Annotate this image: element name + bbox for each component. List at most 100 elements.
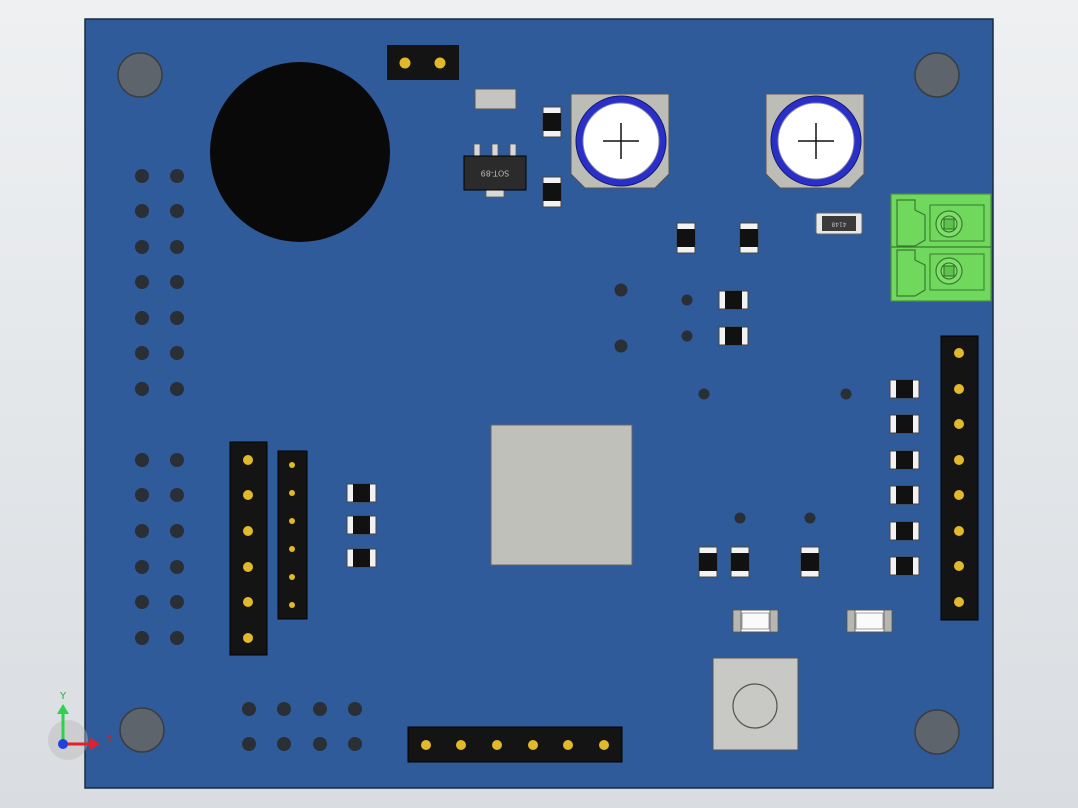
smd-resistor [718,326,749,346]
header-pin [243,562,253,572]
through-hole [170,524,184,538]
vias [614,283,852,524]
header-pin [954,348,964,358]
header-housing [940,335,979,621]
smd-resistor [542,106,562,138]
through-hole [170,346,184,360]
through-hole [135,275,149,289]
through-hole [135,560,149,574]
through-hole [135,169,149,183]
via [614,339,628,353]
smd-body [353,549,370,567]
through-hole [277,702,291,716]
header-pin [954,561,964,571]
through-hole [170,560,184,574]
smd-resistor [800,546,820,578]
smd-body [896,451,913,469]
led-terminal [769,609,779,633]
header-housing [407,726,623,763]
mounting-hole [914,52,960,98]
electrolytic-capacitors [570,93,865,189]
header-pin [289,518,295,524]
led-terminal [846,609,856,633]
header-pin [954,526,964,536]
smd-body [896,486,913,504]
header-pin [954,384,964,394]
smd-body [740,229,758,247]
through-hole [170,275,184,289]
through-hole [135,453,149,467]
through-hole [135,595,149,609]
through-hole [313,737,327,751]
through-hole [170,169,184,183]
header-pin [563,740,573,750]
mounting-hole [119,707,165,753]
smd-resistor [739,222,759,254]
led-terminal [883,609,893,633]
smd-body [896,557,913,575]
through-hole [135,346,149,360]
via [681,294,693,306]
via [840,388,852,400]
header-pin [954,419,964,429]
through-hole [170,204,184,218]
header-pin [243,526,253,536]
header-pin [599,740,609,750]
header-pin [243,633,253,643]
smd-pad-grey [474,88,517,110]
smd-body [801,553,819,571]
smd-resistor [346,548,377,568]
smd-body [725,327,742,345]
through-hole [170,631,184,645]
through-hole [135,488,149,502]
through-hole [170,240,184,254]
electrolytic-capacitor [570,93,670,189]
header-pin [289,574,295,580]
header-8pin-right [940,335,979,621]
smd-resistor [676,222,696,254]
smd-resistor [889,485,920,505]
through-hole [170,311,184,325]
smd-resistor [889,521,920,541]
header-housing [229,441,268,656]
header-2pin-top [387,45,459,80]
smd-resistor [889,379,920,399]
header-pin [289,602,295,608]
axis-x-label: X [106,734,113,745]
pin-headers [229,335,979,763]
smd-led [732,609,779,633]
led-lens [855,612,884,630]
header-pin [528,740,538,750]
smd-resistor [698,546,718,578]
via [614,283,628,297]
through-hole-array [135,169,362,751]
through-hole [348,737,362,751]
header-pin [289,490,295,496]
smd-body [543,183,561,201]
diode-smd: 4148 [815,212,863,235]
mounting-hole [117,52,163,98]
through-hole [135,311,149,325]
smd-body [896,380,913,398]
mounting-holes [117,52,960,755]
through-hole [313,702,327,716]
smd-body [677,229,695,247]
smd-resistor [730,546,750,578]
header-pin [289,462,295,468]
header-pin [492,740,502,750]
smd-body [699,553,717,571]
smd-resistor [718,290,749,310]
through-hole [135,631,149,645]
sot89-regulator: SOT-89 [463,143,527,198]
axis-triad: Y X [48,691,113,760]
smd-body [896,522,913,540]
tactile-push-button [712,657,799,751]
mounting-hole [914,709,960,755]
header-pin [243,455,253,465]
smd-body [725,291,742,309]
header-pin [456,740,466,750]
header-pin [289,546,295,552]
header-pin [954,597,964,607]
central-module [490,424,633,566]
